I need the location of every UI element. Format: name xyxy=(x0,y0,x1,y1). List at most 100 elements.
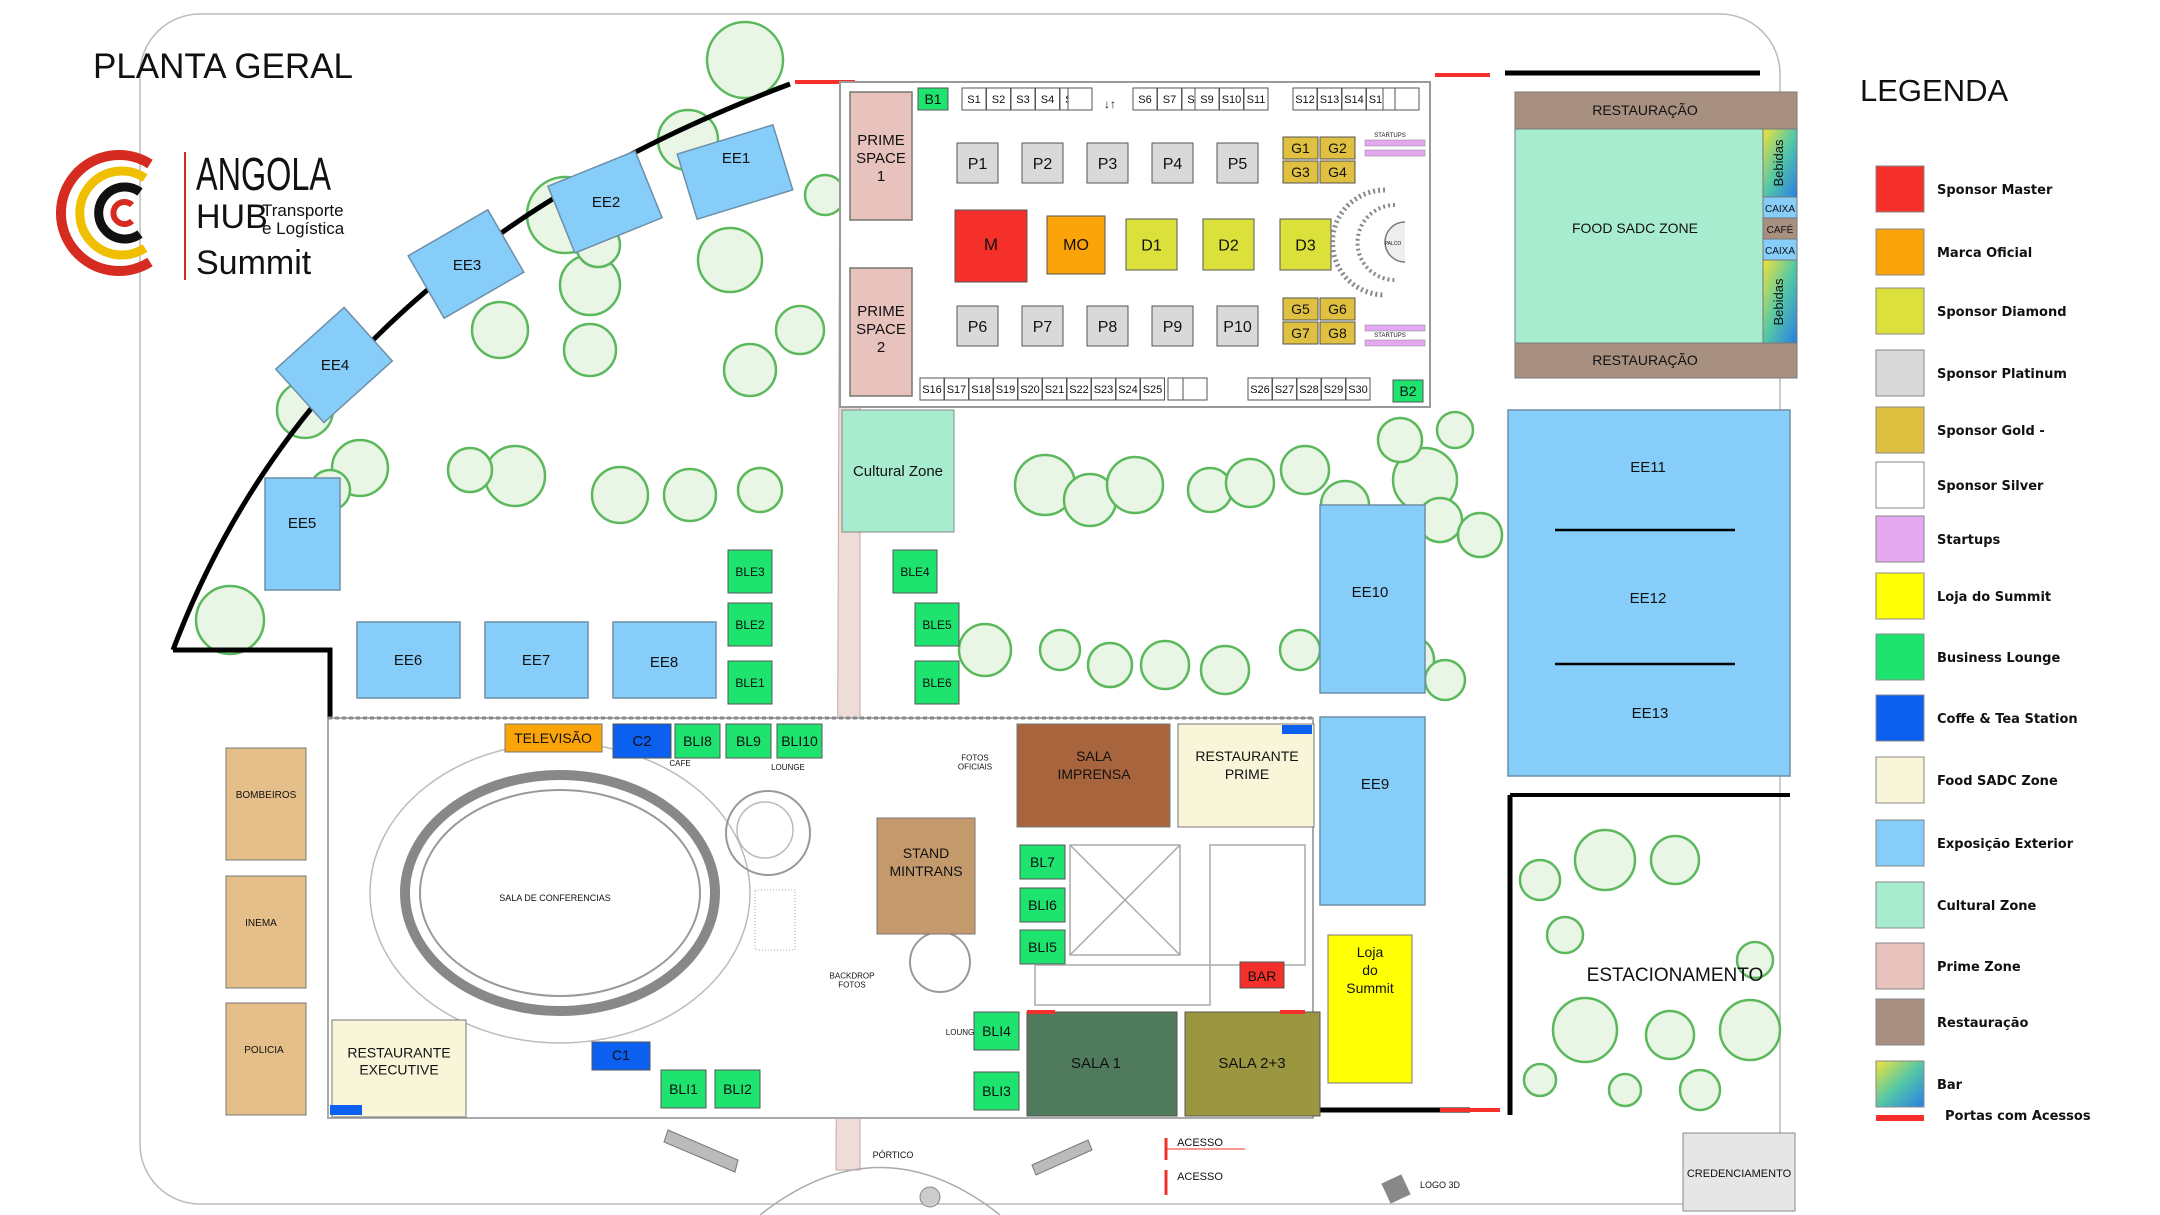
stand-s11[interactable] xyxy=(1243,87,1269,111)
lounge-ble3[interactable] xyxy=(727,549,773,594)
stand-s18-label: S18 xyxy=(971,384,991,396)
prime-space-1[interactable] xyxy=(849,91,913,221)
lounge-ble5-label: BLE5 xyxy=(922,618,952,632)
stand-p7[interactable] xyxy=(1021,305,1064,347)
cafe-label: CAFÉ xyxy=(1767,223,1794,236)
stand-ee5[interactable] xyxy=(264,477,341,591)
stand-g2[interactable] xyxy=(1319,136,1356,160)
stand-ee11-13[interactable] xyxy=(1507,409,1791,777)
restaurante-prime[interactable] xyxy=(1177,723,1315,828)
legend-swatch-3 xyxy=(1875,349,1925,397)
lounge-small-label: LOUNGE xyxy=(771,763,805,772)
stand-b1[interactable] xyxy=(917,87,949,111)
inema[interactable] xyxy=(225,875,307,989)
stand-ee3[interactable] xyxy=(407,208,525,320)
lounge-bli10-label: BLI10 xyxy=(781,733,818,749)
stand-mintrans[interactable] xyxy=(876,817,976,935)
lounge-bl9[interactable] xyxy=(725,723,772,759)
stand-d3[interactable] xyxy=(1279,218,1332,271)
stand-g7-label: G7 xyxy=(1291,325,1310,341)
empty-slot[interactable] xyxy=(1067,87,1093,111)
lounge-bli3[interactable] xyxy=(973,1071,1020,1111)
empty-slot[interactable] xyxy=(1182,377,1208,401)
stand-ee2[interactable] xyxy=(546,150,664,254)
food-sadc-zone[interactable] xyxy=(1514,128,1764,344)
sala-2-3[interactable] xyxy=(1184,1011,1321,1117)
lounge-ble1[interactable] xyxy=(727,660,773,705)
stand-p3[interactable] xyxy=(1086,142,1129,184)
coffee-station-c1[interactable] xyxy=(591,1041,651,1071)
food-sadc-zone-label: FOOD SADC ZONE xyxy=(1572,220,1698,236)
stand-ee6[interactable] xyxy=(356,621,461,699)
coffee-station-prime[interactable] xyxy=(1282,725,1312,734)
sala-1[interactable] xyxy=(1026,1011,1178,1117)
stand-p2[interactable] xyxy=(1021,142,1064,184)
stand-p10[interactable] xyxy=(1216,305,1259,347)
lounge-bli2[interactable] xyxy=(714,1069,761,1109)
stand-ee8[interactable] xyxy=(612,621,717,699)
coffee-station-exec[interactable] xyxy=(330,1105,362,1115)
stand-ee7[interactable] xyxy=(484,621,589,699)
stand-d1[interactable] xyxy=(1125,218,1178,271)
coffee-station-c2[interactable] xyxy=(612,723,672,759)
stand-ee10[interactable] xyxy=(1319,504,1426,694)
restauracao-top[interactable] xyxy=(1514,91,1798,130)
stand-s25-label: S25 xyxy=(1143,384,1163,396)
bombeiros[interactable] xyxy=(225,747,307,861)
stand-ee1[interactable] xyxy=(676,123,794,221)
policia[interactable] xyxy=(225,1002,307,1116)
stand-g1[interactable] xyxy=(1282,136,1319,160)
stand-g3[interactable] xyxy=(1282,160,1319,184)
televisao[interactable] xyxy=(504,723,603,753)
lounge-bli8[interactable] xyxy=(674,723,721,759)
lounge-ble5[interactable] xyxy=(914,602,960,647)
restauracao-bottom[interactable] xyxy=(1514,342,1798,379)
stand-marca-oficial[interactable] xyxy=(1046,215,1106,275)
stand-s25[interactable] xyxy=(1140,377,1165,401)
stand-g8[interactable] xyxy=(1319,321,1356,345)
loja-do-summit[interactable] xyxy=(1327,934,1413,1084)
lounge-ble2[interactable] xyxy=(727,602,773,647)
stand-d2[interactable] xyxy=(1202,218,1255,271)
stand-p9[interactable] xyxy=(1151,305,1194,347)
bar-bebidas-bottom[interactable] xyxy=(1762,259,1798,344)
empty-slot[interactable] xyxy=(1394,87,1420,111)
stand-g5[interactable] xyxy=(1282,297,1319,321)
stand-g7[interactable] xyxy=(1282,321,1319,345)
restaurante-executive[interactable] xyxy=(331,1019,467,1118)
silver-stands: S1S2S3S4S5S6S7S8S9S10S11S12S13S14S15S16S… xyxy=(919,87,1420,401)
bar[interactable] xyxy=(1239,961,1285,989)
stand-master[interactable] xyxy=(954,209,1028,283)
lounge-bl7[interactable] xyxy=(1019,844,1066,880)
sala-imprensa[interactable] xyxy=(1016,723,1171,828)
stand-p5[interactable] xyxy=(1216,142,1259,184)
stand-p1[interactable] xyxy=(956,142,999,184)
stand-p8[interactable] xyxy=(1086,305,1129,347)
lounge-bli10[interactable] xyxy=(776,723,823,759)
stand-b1-label: B1 xyxy=(924,91,941,107)
stand-b2[interactable] xyxy=(1392,379,1424,403)
legend-swatch-5 xyxy=(1875,461,1925,509)
ee1-label: EE1 xyxy=(722,150,750,167)
stand-g4[interactable] xyxy=(1319,160,1356,184)
prime-space-2[interactable] xyxy=(849,267,913,397)
sala-conferencias-label: SALA DE CONFERENCIAS xyxy=(499,893,611,903)
stand-ee9[interactable] xyxy=(1319,716,1426,906)
stand-s30[interactable] xyxy=(1345,377,1371,401)
lounge-ble4[interactable] xyxy=(892,549,938,594)
lounge-bli6[interactable] xyxy=(1019,887,1066,923)
stand-p2-label: P2 xyxy=(1033,156,1053,173)
cultural-zone[interactable] xyxy=(841,409,955,533)
lounge-ble6[interactable] xyxy=(914,660,960,705)
exterior-expo-labels: EE1 EE2 EE3 EE4 EE5 EE6 EE7 EE8 EE9 EE10… xyxy=(288,150,1669,793)
stand-g6[interactable] xyxy=(1319,297,1356,321)
lounge-bli1[interactable] xyxy=(660,1069,707,1109)
credenciamento[interactable] xyxy=(1682,1132,1796,1212)
lounge-bli5[interactable] xyxy=(1019,929,1066,965)
stand-p4[interactable] xyxy=(1151,142,1194,184)
stand-ee4[interactable] xyxy=(274,306,394,424)
stand-p6[interactable] xyxy=(956,305,999,347)
bar-bebidas-top[interactable] xyxy=(1762,128,1798,198)
lounge-bli4[interactable] xyxy=(973,1011,1020,1051)
